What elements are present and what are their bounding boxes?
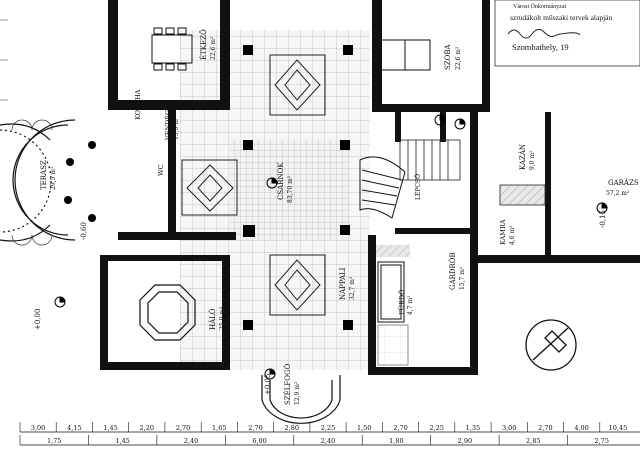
stamp-line-1: szrudákolt műszaki tervek alapján (510, 13, 613, 22)
dimension-value: 3,00 (502, 424, 516, 432)
stamp-note: Városi Önkormányzat (513, 3, 566, 10)
room-area-terrace: 29,5 m² (50, 166, 57, 190)
dimension-value: 2,90 (458, 437, 472, 445)
dimension-value: 1,75 (47, 437, 61, 445)
elevation-markers (54, 114, 608, 380)
room-label-wc: WC (157, 164, 165, 176)
elevation-label-0: +0,00 (34, 309, 42, 330)
dimension-value: 1,50 (357, 424, 371, 432)
room-label-living: NAPPALI (339, 267, 347, 300)
room-label-garage: GARÁZS (608, 178, 639, 187)
dimension-value: 2,70 (248, 424, 262, 432)
dimension-value: 1,45 (115, 437, 129, 445)
hall-diamond-left (181, 159, 238, 216)
room-label-dressing: GARDRÓB (448, 252, 457, 290)
dimension-value: 2,25 (429, 424, 443, 432)
curved-stair (359, 156, 406, 219)
room-area-pantry: 4,6 m² (509, 225, 516, 245)
dimension-value: 1,35 (466, 424, 480, 432)
utility-tiles (377, 324, 409, 366)
approval-stamp: szrudákolt műszaki tervek alapján Szomba… (494, 0, 640, 67)
dimension-value: 2,80 (285, 424, 299, 432)
dimension-value: 4,15 (67, 424, 81, 432)
dimension-value: 2,70 (393, 424, 407, 432)
left-margin-ticks (0, 19, 8, 101)
walls (100, 0, 640, 375)
room-label-bath: FÜRDŐ (397, 290, 406, 315)
room-labels: ÉTKEZŐ 22,6 m² KONYHA SZOBA 22,6 m² WC C… (40, 29, 639, 405)
room-label-terrace: TERASZ (40, 160, 48, 190)
room-label-hall: CSARNOK (277, 162, 285, 200)
room-area-garage: 57,2 m² (606, 190, 630, 197)
room-label-corridor: KAZÁN (518, 144, 527, 170)
bathtub (377, 261, 405, 323)
hall-floor-center (230, 140, 350, 240)
dimension-value: 2,70 (176, 424, 190, 432)
room-area-dining: 22,6 m² (210, 36, 217, 60)
octagon-feature (139, 284, 196, 341)
dimension-value: 1,80 (389, 437, 403, 445)
room-label-kitchen: KONYHA (134, 89, 142, 120)
room-label-stair: LÉPCSŐ (414, 174, 422, 200)
room-area-guest: 13,5 m² (173, 116, 180, 140)
room-label-pantry: KAMRA (499, 219, 507, 245)
hall-diamond-upper (269, 54, 326, 116)
room-area-dressing: 15,7 m² (459, 266, 466, 290)
room-area-bedroom-upper: 22,6 m² (455, 46, 462, 70)
dining-table (151, 27, 193, 71)
garage-area (499, 184, 546, 206)
dimension-value: 2,40 (321, 437, 335, 445)
hall-diamond-lower (269, 254, 326, 316)
dimension-row-bottom: 1,75 1,45 2,40 6,00 2,40 1,80 2,90 2,85 2,75 (19, 435, 609, 445)
elevation-label-1: -0,15 (599, 210, 607, 228)
dimension-value: 2,20 (140, 424, 154, 432)
dimension-value: 2,75 (595, 437, 609, 445)
dimension-value: 1,65 (212, 424, 226, 432)
room-label-dining: ÉTKEZŐ (199, 29, 208, 60)
dimension-value: 6,00 (252, 437, 266, 445)
entrance-bay (261, 375, 341, 424)
dimension-row-top: 3,00 4,15 1,45 2,20 2,70 1,65 2,70 2,80 2,25 1,50… (19, 422, 628, 432)
dimension-value: 2,70 (538, 424, 552, 432)
hall-columns (243, 45, 353, 330)
bed (379, 39, 431, 71)
dimension-value: 4,00 (574, 424, 588, 432)
room-area-vestibule: 12,9 m² (294, 381, 301, 405)
room-label-guest: VENDÉG (163, 110, 172, 141)
dimension-value: 10,45 (609, 424, 628, 432)
dimension-value: 2,40 (184, 437, 198, 445)
dimension-lines (20, 431, 640, 446)
dimension-value: 2,25 (321, 424, 335, 432)
room-area-hall: 83,70 m² (287, 175, 294, 203)
room-area-corridor: 9,0 m² (529, 150, 536, 170)
room-label-bedroom-lower: HÁLÓ (208, 308, 217, 330)
dimension-value: 3,00 (31, 424, 45, 432)
room-label-vestibule: SZÉLFOGÓ (283, 363, 292, 405)
round-terrace (0, 119, 76, 242)
elevation-label-3: -0,60 (80, 222, 88, 240)
terrace-arcs (11, 119, 53, 246)
terrace-columns (64, 141, 96, 222)
dimension-value: 2,85 (526, 437, 540, 445)
straight-stair (399, 139, 461, 181)
room-label-bedroom-upper: SZOBA (444, 43, 452, 70)
bath-tiles (376, 245, 410, 257)
room-area-bedroom-lower: 25,0 m² (219, 306, 226, 330)
room-area-living: 32,7 m² (349, 276, 356, 300)
stamp-line-2: Szombathely, 19 (512, 42, 569, 52)
stamp-signature (507, 28, 581, 39)
room-area-bath: 4,7 m² (407, 295, 414, 315)
elevation-label-2: +0,05 (264, 374, 272, 395)
north-arrow-icon (525, 319, 577, 371)
dimension-value: 1,45 (103, 424, 117, 432)
